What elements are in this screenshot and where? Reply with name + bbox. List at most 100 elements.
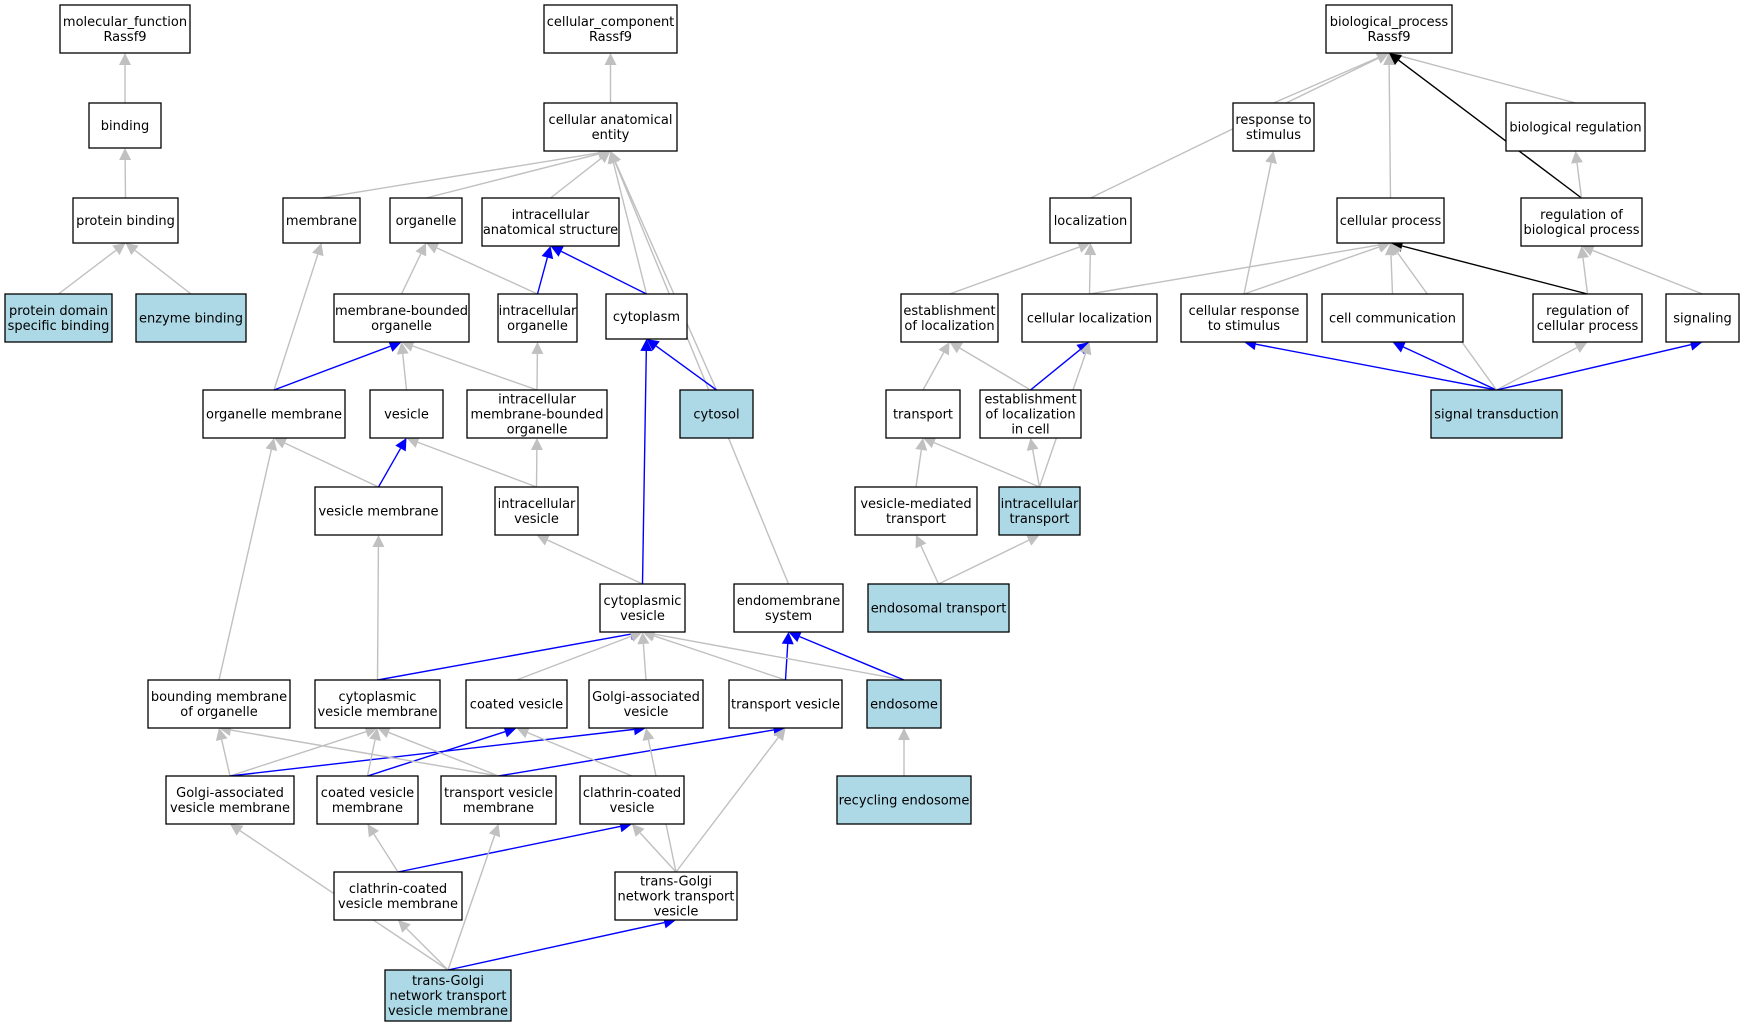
term-node-om[interactable]: organelle membrane: [202, 389, 346, 439]
edge-line: [1388, 64, 1392, 199]
arrowhead: [119, 148, 132, 161]
term-node-cp[interactable]: cellular process: [1336, 197, 1445, 244]
term-box: [543, 102, 678, 152]
term-node-coated[interactable]: coated vesicle: [465, 679, 568, 729]
arrowhead: [1375, 52, 1389, 64]
term-box: [389, 197, 463, 244]
term-label: vesicle membrane: [170, 801, 290, 816]
term-box: [1180, 293, 1308, 343]
term-node-st[interactable]: signal transduction: [1430, 389, 1563, 439]
term-node-endosome[interactable]: endosome: [866, 679, 942, 729]
edge-st-to-signaling: [1496, 338, 1703, 391]
edge-cl-to-loc: [1084, 243, 1097, 295]
term-node-organelle[interactable]: organelle: [389, 197, 463, 244]
term-label: membrane: [286, 214, 357, 229]
term-label: cytoplasm: [613, 310, 680, 325]
term-label: organelle: [396, 214, 457, 229]
term-label: cytoplasmic: [339, 690, 417, 705]
term-node-tv[interactable]: transport vesicle: [728, 679, 843, 729]
edge-coatedm-to-cvm: [366, 728, 381, 777]
term-label: network transport: [390, 989, 507, 1004]
arrowhead: [536, 534, 550, 546]
edge-rbp-to-bp: [1389, 53, 1582, 199]
term-node-et[interactable]: endosomal transport: [867, 583, 1010, 633]
arrowhead: [516, 727, 530, 739]
term-node-protein_binding[interactable]: protein binding: [72, 197, 179, 244]
term-node-vesicle[interactable]: vesicle: [369, 389, 444, 439]
edge-line: [1582, 257, 1589, 295]
term-node-cc2[interactable]: cell communication: [1321, 293, 1464, 343]
term-node-membrane[interactable]: membrane: [282, 197, 361, 244]
term-node-enzyme_binding[interactable]: enzyme binding: [135, 293, 247, 343]
term-label: vesicle: [620, 609, 665, 624]
term-label: cytoplasmic: [604, 594, 682, 609]
term-box: [1232, 102, 1315, 152]
term-label: vesicle membrane: [318, 505, 438, 520]
term-label: clathrin-coated: [349, 882, 447, 897]
edge-line: [1088, 254, 1091, 295]
term-label: cellular_component: [547, 15, 675, 30]
term-node-cytoplasm[interactable]: cytoplasm: [605, 293, 688, 340]
term-box: [1049, 197, 1132, 244]
term-node-signaling[interactable]: signaling: [1665, 293, 1740, 343]
edge-line: [959, 347, 1031, 391]
term-label: intracellular: [1001, 497, 1079, 512]
term-node-binding[interactable]: binding: [88, 102, 162, 149]
term-label: transport: [893, 408, 953, 423]
edge-eolc-to-cl: [1030, 342, 1090, 391]
arrowhead: [415, 243, 427, 257]
term-node-loc[interactable]: localization: [1049, 197, 1132, 244]
term-node-vm[interactable]: vesicle membrane: [314, 486, 443, 536]
term-label: vesicle: [624, 705, 669, 720]
edge-line: [614, 161, 790, 585]
term-node-breg[interactable]: biological regulation: [1505, 102, 1646, 152]
edge-ias-to-cae: [550, 151, 611, 199]
term-node-cytosol[interactable]: cytosol: [679, 389, 754, 439]
edge-line: [1403, 346, 1497, 391]
edge-line: [920, 545, 940, 585]
term-label: regulation of: [1546, 304, 1629, 319]
arrowhead: [398, 920, 411, 933]
term-label: organelle membrane: [206, 408, 342, 423]
term-node-recycling[interactable]: recycling endosome: [836, 775, 972, 825]
term-node-cl[interactable]: cellular localization: [1021, 293, 1158, 343]
term-box: [147, 679, 291, 729]
arrowhead: [609, 151, 621, 165]
term-label: intracellular: [498, 393, 576, 408]
edge-line: [376, 546, 380, 681]
arrowhead: [773, 728, 786, 742]
edge-vesicle-to-mbo: [396, 342, 409, 391]
term-node-transport[interactable]: transport: [885, 389, 961, 439]
